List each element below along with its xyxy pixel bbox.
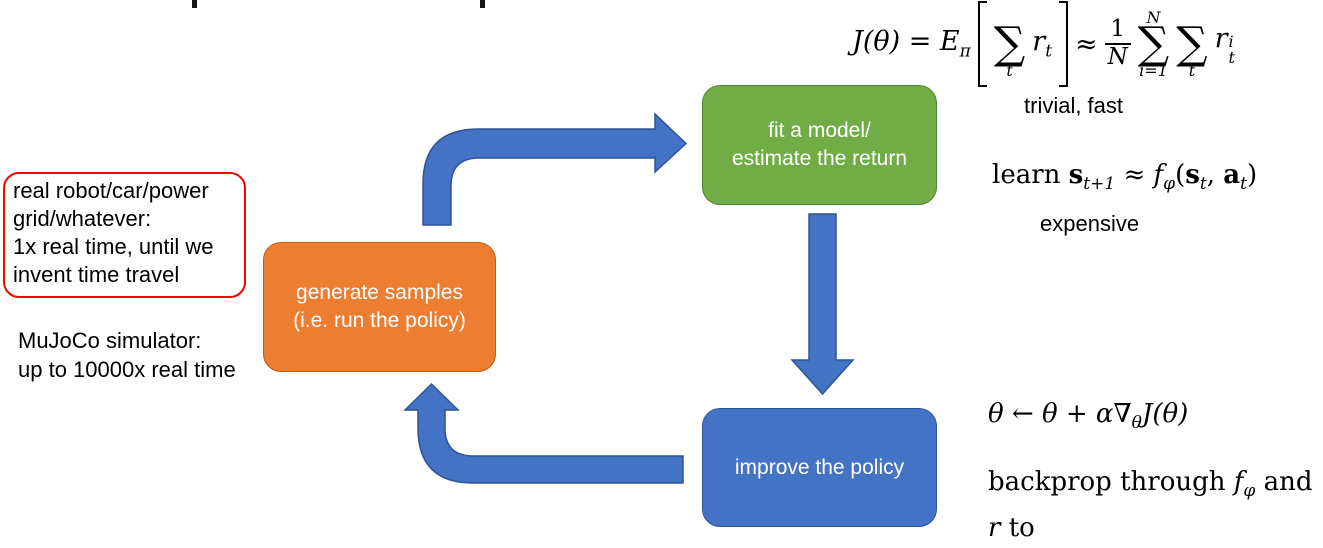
backprop-line1: backprop through fφ and r to (988, 467, 1313, 544)
arrow-improve-to-generate (403, 382, 684, 484)
improve-policy-box: improve the policy (702, 408, 937, 527)
update-formula: θ ← θ + α∇θJ(θ) (988, 399, 1189, 434)
mujoco-note: MuJoCo simulator: up to 10000x real time (18, 327, 236, 384)
cropped-title-remnant-1 (192, 0, 197, 8)
fit-model-line2: estimate the return (731, 147, 908, 170)
real-robot-line3: 1x real time, until we (13, 234, 214, 260)
real-robot-line2: grid/whatever: (13, 206, 152, 232)
arrow-generate-to-fit (422, 112, 688, 226)
generate-samples-line1: generate samples (296, 281, 463, 305)
generate-samples-box: generate samples (i.e. run the policy) (263, 242, 496, 372)
arrow-fit-to-improve (790, 213, 855, 396)
one-over-N: 1 N (1104, 16, 1131, 71)
mujoco-line1: MuJoCo simulator: (18, 328, 202, 353)
fit-model-line1: fit a model/ (768, 119, 871, 143)
generate-samples-line2: (i.e. run the policy) (293, 309, 466, 332)
expensive-label: expensive (1040, 211, 1140, 236)
mujoco-line2: up to 10000x real time (18, 356, 236, 382)
real-robot-line4: invent time travel (13, 262, 180, 288)
trivial-fast-label: trivial, fast (1024, 93, 1124, 118)
cropped-title-remnant-2 (480, 0, 485, 8)
sum-over-t: ∑ t (993, 18, 1026, 80)
model-formula: learn st+1 ≈ fφ(st, at) (992, 160, 1258, 195)
sum-over-samples: N ∑ i=1 (1137, 8, 1170, 80)
right-bracket (1059, 1, 1069, 87)
real-robot-line1: real robot/car/power (13, 178, 209, 203)
reward-term: rt (1032, 26, 1053, 62)
approx-sign: ≈ (1075, 28, 1098, 60)
approx-sign: ≈ (1123, 160, 1146, 190)
objective-lhs: J(θ) = Eπ (852, 26, 971, 62)
improve-policy-line1: improve the policy (734, 455, 905, 479)
sigma-icon: ∑ (993, 18, 1026, 69)
backprop-note: backprop through fφ and r to train πθ(st… (988, 464, 1323, 548)
real-robot-callout: real robot/car/power grid/whatever: 1x r… (3, 172, 246, 298)
sigma-icon: ∑ (1137, 18, 1170, 69)
sigma-icon: ∑ (1176, 18, 1208, 69)
fit-model-box: fit a model/ estimate the return (702, 85, 937, 205)
left-bracket (977, 1, 987, 87)
expectation-subscript: π (959, 41, 971, 62)
sum-over-t-2: ∑ t (1176, 18, 1208, 80)
